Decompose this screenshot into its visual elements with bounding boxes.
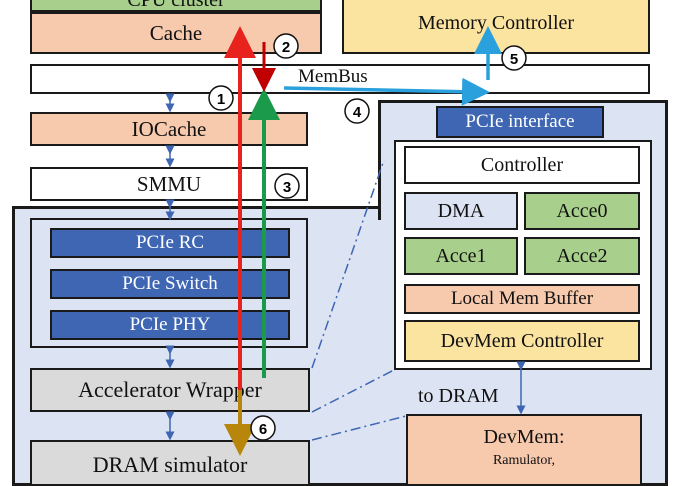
pcie-phy-box: PCIe PHY <box>50 310 290 340</box>
acce1-box: Acce1 <box>404 237 518 275</box>
step-3-marker <box>274 173 300 199</box>
devmem-sub-label: Ramulator, <box>492 453 556 468</box>
step-2-marker <box>273 33 299 59</box>
cache-label: Cache <box>149 20 203 45</box>
acce2-label: Acce2 <box>556 244 608 267</box>
dashdot-connectors <box>311 159 407 441</box>
to-dram-label: to DRAM <box>418 385 499 407</box>
iocache-label: IOCache <box>131 116 207 141</box>
step-6-marker <box>250 415 276 441</box>
memory-controller-label: Memory Controller <box>417 12 575 34</box>
acce1-label: Acce1 <box>435 244 487 267</box>
link-arrows <box>165 93 526 441</box>
dma-box: DMA <box>404 192 518 230</box>
step-2-number: 2 <box>282 39 290 56</box>
step-markers: 1 2 3 4 5 6 <box>208 33 527 441</box>
smmu-box: SMMU <box>30 167 308 201</box>
devmem-controller-label: DevMem Controller <box>440 329 604 352</box>
step-5-marker <box>501 45 527 71</box>
blue-arrow-membus <box>283 77 490 106</box>
step-5-number: 5 <box>510 51 518 68</box>
devmem-controller-box: DevMem Controller <box>404 320 640 362</box>
membus-label: MemBus <box>298 66 368 87</box>
acce2-box: Acce2 <box>524 237 640 275</box>
iocache-box: IOCache <box>30 112 308 146</box>
acce0-label: Acce0 <box>556 199 608 222</box>
step-1-marker <box>208 85 234 111</box>
arrows-overlay: 1 2 3 4 5 6 <box>165 26 527 456</box>
acce0-box: Acce0 <box>524 192 640 230</box>
controller-label: Controller <box>480 153 564 176</box>
pcie-switch-label: PCIe Switch <box>122 273 218 294</box>
local-mem-buffer-label: Local Mem Buffer <box>450 288 594 309</box>
dram-simulator-label: DRAM simulator <box>92 452 248 477</box>
step-4-number: 4 <box>353 104 362 121</box>
pcie-interface-box: PCIe interface <box>436 106 604 138</box>
pcie-rc-box: PCIe RC <box>50 228 290 258</box>
cpu-cluster-box: CPU cluster <box>30 0 322 12</box>
step-6-number: 6 <box>259 421 267 438</box>
dma-label: DMA <box>437 199 485 222</box>
pcie-switch-box: PCIe Switch <box>50 269 290 299</box>
step-4-marker <box>344 98 370 124</box>
smmu-label: SMMU <box>136 171 202 196</box>
pcie-phy-label: PCIe PHY <box>129 314 211 335</box>
controller-box: Controller <box>404 146 640 184</box>
step-3-number: 3 <box>283 179 291 196</box>
cpu-cluster-label: CPU cluster <box>127 0 224 12</box>
devmem-label: DevMem: <box>483 426 565 448</box>
accelerator-wrapper-label: Accelerator Wrapper <box>78 377 262 402</box>
pcie-rc-label: PCIe RC <box>135 232 205 253</box>
local-mem-buffer-box: Local Mem Buffer <box>404 284 640 314</box>
step-1-number: 1 <box>217 91 225 108</box>
pcie-interface-label: PCIe interface <box>465 111 575 132</box>
